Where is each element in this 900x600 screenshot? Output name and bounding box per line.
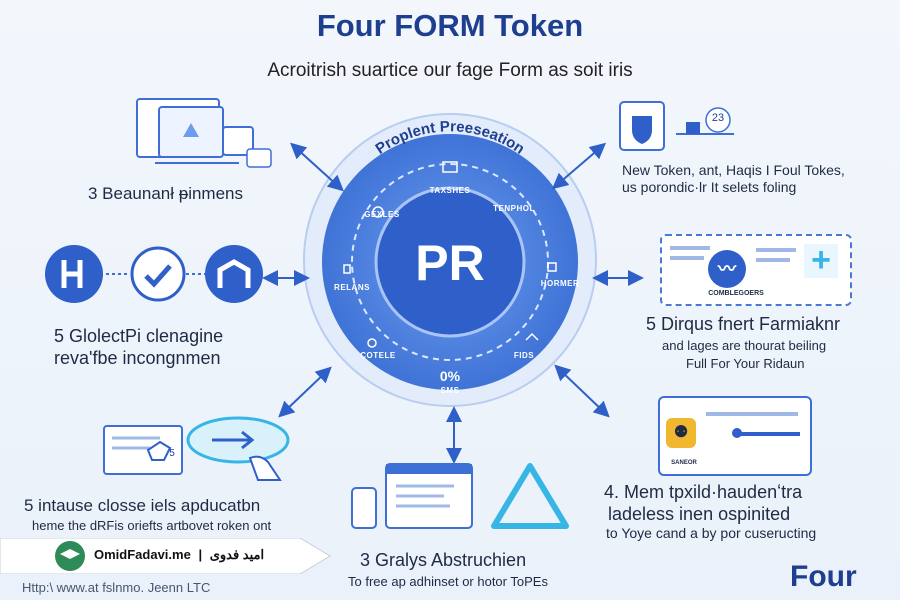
top-right-illustration [619,101,734,151]
hub-inner-circle [374,186,526,338]
brand-logo: Four [790,560,857,593]
footer-bar-bg [0,538,331,574]
arrow-bottom-right [554,364,610,418]
caption-bottom-center-1: 3 Gralys Abstruchien [360,550,527,570]
caption-bottom-left-1: 5 intause closse iels apducatbn [24,496,261,515]
hand-icon [248,455,282,481]
phone-icon [351,487,377,529]
bottom-right-card-label: SANEOR [671,460,697,466]
bottom-left-badge: 5 [169,448,175,459]
ring-label-top-right: TENPHOL [493,204,535,213]
face-icon: ⚉ [666,418,696,448]
dot-icon [367,338,377,348]
footer-name-fa: امید فدوی [209,547,265,562]
footer-site: OmidFadavi.me [94,547,191,562]
caption-mid-left-1: 5 GlolectPi clenagine [54,326,224,346]
footer-separator: | [198,547,203,562]
card-icon [686,122,700,134]
plus-icon: + [804,243,838,278]
bottom-right-card: ⚉ SANEOR [658,396,812,476]
box-icon [547,262,557,272]
caption-mid-left-2: reva'fbe incongnmen [54,348,221,368]
mid-left-illustration [45,245,263,303]
user-icon [183,123,199,137]
bottom-center-illustration [351,463,569,529]
check-icon [144,264,172,288]
caption-mid-right-1: 5 Dirqus fnert Farmiaknr [646,314,841,334]
footer-watermark[interactable]: OmidFadavi.me | امید فدوی [94,547,264,563]
ring-label-bottom-left: COTELE [360,351,396,360]
caption-mid-right-3: Full For Your Ridaun [686,356,805,371]
caption-top-right-1: New Token, ant, Haqis I Foul Tokes, [622,162,845,178]
page-title: Four FORM Token [316,8,584,43]
document-icon [442,161,458,173]
ring-label-bottom: SMS [440,386,460,395]
pentagon-badge [146,440,172,461]
caption-bottom-left-2: heme the dRFis oriefts artbovet roken on… [32,518,272,533]
footer-url: Http:\ www.at fslnmo. Jeenn LTC [22,580,211,595]
mid-right-card-label: COMBLEGOERS [708,290,764,297]
wave-icon: 〰 [708,250,746,288]
lock-icon [343,264,351,274]
ring-label-right: HORMER [540,279,580,288]
central-hub: Proplent Preeseation PR [303,113,597,407]
gate-icon [61,260,83,288]
monitor-illustration [136,98,272,168]
center-logo: PR [415,235,484,291]
caption-bottom-right-1: 4. Mem tpxild·haudenʻtra [604,482,803,502]
hub-dashed-ring [351,163,549,361]
arrow-right-icon [212,430,255,450]
cup-icon [246,148,272,168]
recycle-triangle-icon [491,463,569,529]
chevron-up-icon [525,332,539,341]
badge-circle [705,107,731,133]
building-icon [217,259,251,288]
ring-label-bottom-right: FIDS [513,351,535,360]
arrow-top-right [551,142,607,190]
caption-bottom-right-3: to Yoye cand a by por cuseructing [606,525,817,541]
arrow-top-left [290,142,344,192]
caption-bottom-right-2: ladeless inen ospinited [608,504,791,524]
tablet-icon [222,126,254,156]
bottom-left-illustration [103,416,290,481]
mid-right-card: 〰 + COMBLEGOERS [660,234,852,306]
page-subtitle: Acroitrish suartice our fage Form as soi… [267,60,633,81]
caption-top-left: 3 Beaunanł ᵽinmens [88,184,244,203]
caption-top-right-2: us porondic·lr It selets foling [622,179,797,195]
ring-percent: 0% [439,368,461,384]
ring-label-left: RELANS [334,283,370,292]
caption-mid-right-2: and lages are thourat beiling [662,338,827,353]
shield-icon [632,116,652,144]
top-right-badge: 23 [711,112,725,124]
ring-label-top: TAXSHES [429,186,471,195]
ring-label-top-left: GEXLES [364,210,400,219]
caption-bottom-center-2: To free ap adhinset or hotor ToPEs [348,574,548,589]
gear-icon [372,206,384,218]
arrow-bottom-left [278,366,332,418]
